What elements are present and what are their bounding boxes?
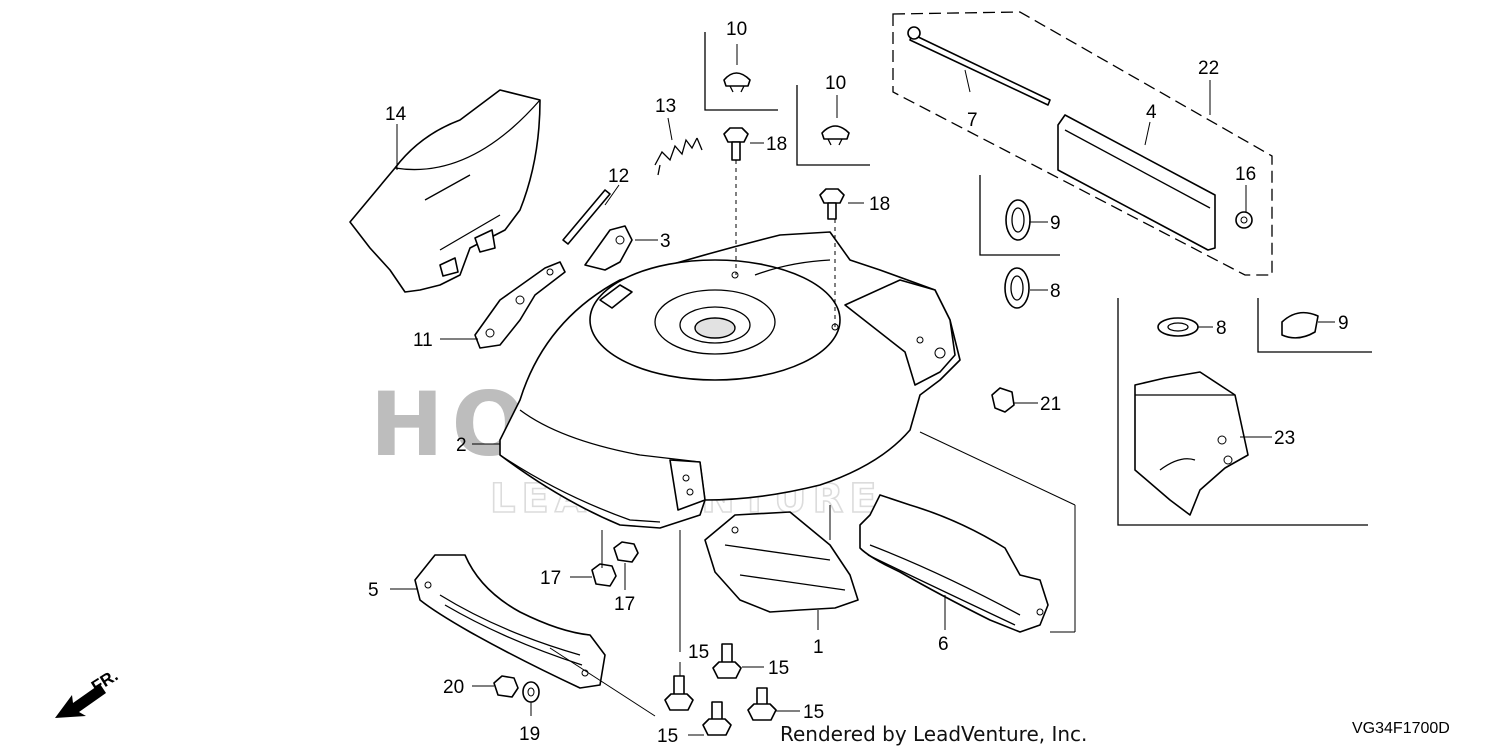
plug-21 <box>991 387 1015 413</box>
callout-19: 19 <box>519 724 540 745</box>
callouts: 10 10 13 18 18 14 12 3 11 2 7 4 22 16 9 … <box>368 19 1349 747</box>
spring <box>654 137 703 176</box>
blade-cover <box>704 511 859 613</box>
bolt-15-b <box>712 643 742 679</box>
callout-16: 16 <box>1235 164 1256 185</box>
nut-20 <box>493 675 519 698</box>
plug-lower <box>821 125 850 146</box>
diagram-code: VG34F1700D <box>1352 720 1450 737</box>
callout-5: 5 <box>368 580 379 601</box>
front-skirt <box>414 554 606 689</box>
callout-8-upper: 8 <box>1050 281 1061 302</box>
callout-8-inset: 8 <box>1216 318 1227 339</box>
plug-upper <box>723 72 751 93</box>
callout-7: 7 <box>967 110 978 131</box>
callout-15-c: 15 <box>803 702 824 723</box>
callout-14: 14 <box>385 104 407 125</box>
credit-text: Rendered by LeadVenture, Inc. <box>780 722 1087 746</box>
callout-17-left: 17 <box>540 568 561 589</box>
nut-17-left <box>591 563 617 587</box>
inset-grommet-8 <box>1157 317 1199 337</box>
callout-15-a: 15 <box>688 642 709 663</box>
bolt-15-c <box>747 687 777 721</box>
callout-6: 6 <box>938 634 949 655</box>
hinge-bracket <box>474 261 566 349</box>
bolt-lower <box>819 188 845 220</box>
callout-21: 21 <box>1040 394 1061 415</box>
callout-10-lower: 10 <box>825 73 846 94</box>
callout-1: 1 <box>813 637 824 658</box>
grass-deflector <box>349 89 541 293</box>
leader-lines <box>390 44 1335 736</box>
bolt-15-a <box>664 675 694 711</box>
mower-deck <box>499 231 961 529</box>
grommet-8 <box>1004 267 1030 309</box>
nut-17-right <box>613 541 639 563</box>
washer-19 <box>522 681 540 703</box>
callout-15-b: 15 <box>768 658 789 679</box>
callout-20: 20 <box>443 677 464 698</box>
bolt-15-d <box>702 701 732 736</box>
callout-4: 4 <box>1146 102 1157 123</box>
callout-11: 11 <box>413 330 433 351</box>
callout-13: 13 <box>655 96 676 117</box>
callout-3: 3 <box>660 231 671 252</box>
bracket <box>584 225 633 309</box>
callout-2: 2 <box>456 435 467 456</box>
callout-18-upper: 18 <box>766 134 787 155</box>
callout-10-upper: 10 <box>726 19 747 40</box>
bolt-upper <box>723 127 749 161</box>
front-direction-arrow: FR. <box>55 666 121 718</box>
side-skirt <box>859 494 1049 633</box>
grommet-9 <box>1005 199 1031 241</box>
rear-flap-assembly <box>892 11 1273 276</box>
callout-9-inset: 9 <box>1338 313 1349 334</box>
callout-23: 23 <box>1274 428 1295 449</box>
callout-17-right: 17 <box>614 594 635 615</box>
callout-18-lower: 18 <box>869 194 890 215</box>
arrow-icon <box>55 684 106 718</box>
callout-9-upper: 9 <box>1050 213 1061 234</box>
callout-22: 22 <box>1198 58 1219 79</box>
pin <box>562 189 611 245</box>
inset-plug-9 <box>1281 311 1319 339</box>
housing-inset <box>1134 371 1249 516</box>
callout-15-d: 15 <box>657 726 678 747</box>
callout-12: 12 <box>608 166 629 187</box>
